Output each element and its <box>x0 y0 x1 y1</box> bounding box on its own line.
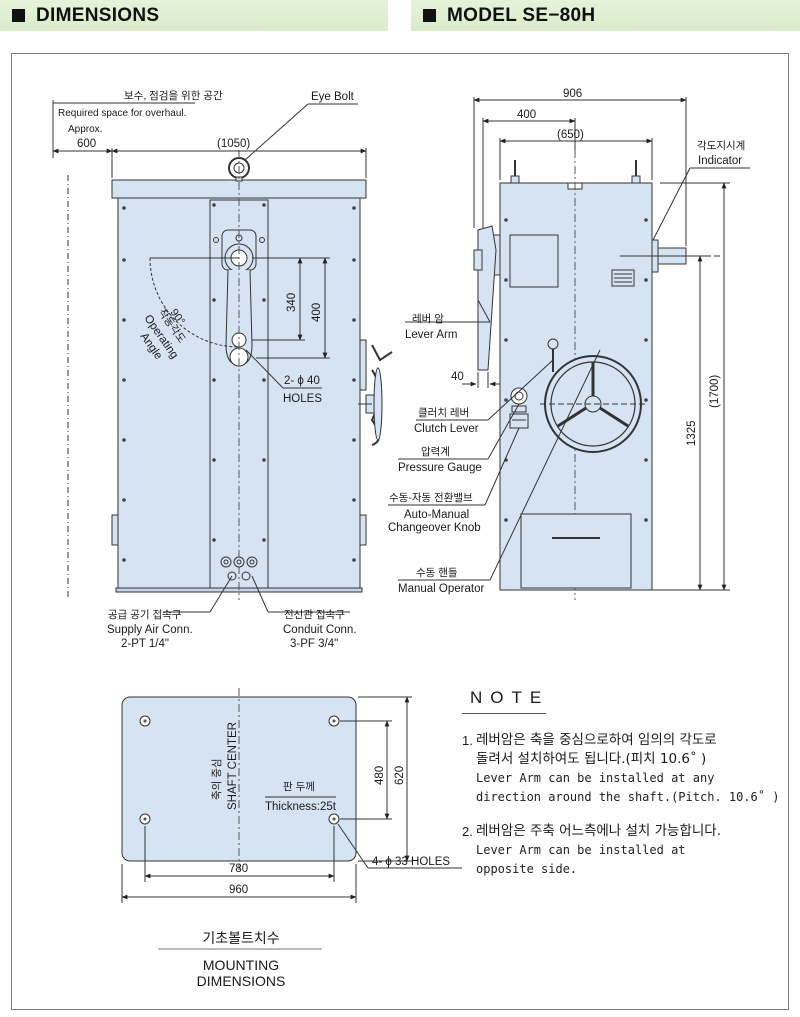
model-header: MODEL SE−80H <box>411 0 800 31</box>
lever-ko-label: 레버 암 <box>412 313 444 325</box>
mounting-plate-view <box>121 688 462 950</box>
mount-hole-icon <box>328 813 340 825</box>
mount-hole-icon <box>328 715 340 727</box>
mount-hole-icon <box>139 813 151 825</box>
gauge-en-label: Pressure Gauge <box>398 462 482 474</box>
dim-960-label: 960 <box>229 884 248 896</box>
note-item-1-ko-line-2: 돌려서 설치하여도 됩니다.(피치 10.6˚ ) <box>476 751 707 767</box>
clutch-lever-icon <box>547 338 559 350</box>
dim-1700-label: (1700) <box>709 375 721 408</box>
supply-en-label: Supply Air Conn. <box>107 624 193 636</box>
operating-angle-arc <box>149 257 240 348</box>
manual-ko-label: 수동 핸들 <box>416 567 458 579</box>
thickness-en-label: Thickness:25t <box>265 801 337 813</box>
note-item-2-number: 2. <box>462 824 473 839</box>
overhaul-ko-label: 보수, 점검을 위한 공간 <box>124 89 223 102</box>
square-bullet-icon <box>12 9 25 22</box>
dim-40-label: 40 <box>451 371 464 383</box>
overhaul-en-label: Required space for overhaul. <box>58 108 186 119</box>
dimensions-header-label: DIMENSIONS <box>36 5 160 26</box>
mounting-title-ko: 기초볼트치수 <box>202 930 280 946</box>
dim-906-label: 906 <box>563 88 582 100</box>
drawing-frame <box>11 53 789 1010</box>
note-item-1-en-line-1: Lever Arm can be installed at any <box>476 771 715 785</box>
note-item-2: 2. 레버암은 주축 어느측에나 설치 가능합니다. Lever Arm can… <box>462 822 722 879</box>
thickness-ko-label: 판 두께 <box>283 781 315 793</box>
note-item-1-en-line-2: direction around the shaft.(Pitch. 10.6˚… <box>476 790 780 804</box>
dim-780-label: 780 <box>229 863 248 875</box>
note-title: NOTE <box>470 688 550 707</box>
conduit-ko-label: 전선관 접속구 <box>284 609 345 621</box>
clutch-ko-label: 클러치 레버 <box>418 407 469 419</box>
supply-ko-label: 공급 공기 접속구 <box>108 609 182 621</box>
changeover-en-2: Changeover Knob <box>388 522 481 534</box>
eye-bolt-label: Eye Bolt <box>311 91 355 103</box>
note-underline <box>462 713 546 714</box>
changeover-ko-label: 수동-자동 전환밸브 <box>389 492 473 504</box>
supply-spec-label: 2-PT 1/4" <box>121 638 169 650</box>
note-item-2-en-line-2: opposite side. <box>476 862 578 876</box>
dimensions-header: DIMENSIONS <box>0 0 388 31</box>
dim-400-label: 400 <box>311 303 323 322</box>
changeover-en-1: Auto-Manual <box>404 509 469 521</box>
holes-spec-label: 2- ϕ 40 <box>284 375 320 387</box>
dim-1050-label: (1050) <box>217 138 250 150</box>
model-header-label: MODEL SE−80H <box>447 5 596 26</box>
approx-label: Approx. <box>68 124 102 135</box>
note-item-1-number: 1. <box>462 733 473 748</box>
dim-620-label: 620 <box>394 766 406 785</box>
dim-480-label: 480 <box>374 766 386 785</box>
conduit-en-label: Conduit Conn. <box>283 624 357 636</box>
indicator-en-label: Indicator <box>698 155 742 167</box>
mounting-title-en: MOUNTING DIMENSIONS <box>196 957 286 989</box>
manual-en-label: Manual Operator <box>398 583 484 595</box>
side-handwheel-icon <box>373 367 383 441</box>
clutch-en-label: Clutch Lever <box>414 423 479 435</box>
front-view <box>52 100 393 613</box>
note-item-1: 1. 레버암은 축을 중심으로하여 임의의 각도로 돌려서 설치하여도 됩니다.… <box>462 731 780 807</box>
dim-600-label: 600 <box>77 138 96 150</box>
shaft-center-ko-label: 축의 중심 <box>211 758 223 800</box>
dim-side-400-label: 400 <box>517 109 536 121</box>
shaft-center-en-label: SHAFT CENTER <box>227 722 239 810</box>
holes-label: HOLES <box>283 393 322 405</box>
side-lever-arm <box>477 225 497 371</box>
note-item-2-ko: 레버암은 주축 어느측에나 설치 가능합니다. <box>476 823 722 839</box>
gauge-ko-label: 압력계 <box>421 445 450 458</box>
dim-1325-label: 1325 <box>686 420 698 446</box>
dim-650-label: (650) <box>557 129 584 141</box>
mount-holes-label: 4- ϕ 33 HOLES <box>372 856 450 868</box>
side-view <box>388 97 750 600</box>
indicator-ko-label: 각도지시계 <box>697 140 745 152</box>
lever-en-label: Lever Arm <box>405 329 457 341</box>
dim-340-label: 340 <box>286 293 298 312</box>
note-item-2-en-line-1: Lever Arm can be installed at <box>476 843 686 857</box>
mount-hole-icon <box>139 715 151 727</box>
conduit-spec-label: 3-PF 3/4" <box>290 638 338 650</box>
square-bullet-icon <box>423 9 436 22</box>
note-item-1-ko-line-1: 레버암은 축을 중심으로하여 임의의 각도로 <box>476 732 717 748</box>
